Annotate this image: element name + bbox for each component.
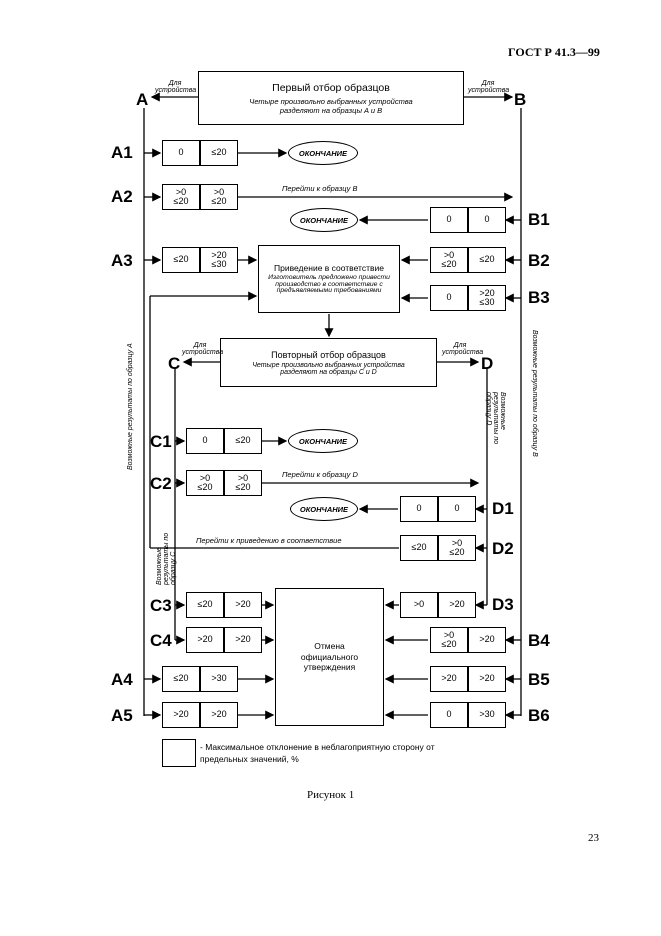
second-sampling-box: Повторный отбор образцов Четыре произвол…	[220, 338, 437, 387]
vertical-label-A: Возможные результаты по образцу А	[127, 343, 134, 470]
vertical-label-C: Возможные результаты по образцу С	[156, 532, 177, 585]
cell-A3-2: >20 ≤30	[200, 247, 238, 273]
cell-A2-1: >0 ≤20	[162, 184, 200, 210]
cell-C2-2: >0 ≤20	[224, 470, 262, 496]
bus-label-A: A	[136, 90, 149, 109]
cell-A1-2: ≤20	[200, 140, 238, 166]
row-label-A1: A1	[111, 143, 133, 162]
first-sampling-title: Первый отбор образцов	[272, 81, 390, 94]
row-label-C3: C3	[150, 596, 172, 615]
cell-B1-1: 0	[430, 207, 468, 233]
cell-A3-1: ≤20	[162, 247, 200, 273]
cell-D2-2: >0 ≤20	[438, 535, 476, 561]
row-label-C1: C1	[150, 432, 172, 451]
row-label-B5: B5	[528, 670, 550, 689]
cell-C4-1: >20	[186, 627, 224, 653]
row-label-B3: B3	[528, 288, 550, 307]
cell-B1-2: 0	[468, 207, 506, 233]
cell-D1-2: 0	[438, 496, 476, 522]
cell-A2-2: >0 ≤20	[200, 184, 238, 210]
withdrawal-text: Отмена официального утверждения	[300, 641, 359, 673]
withdrawal-box: Отмена официального утверждения	[275, 588, 384, 726]
cell-C2-1: >0 ≤20	[186, 470, 224, 496]
cell-A5-1: >20	[162, 702, 200, 728]
row-label-D2: D2	[492, 539, 514, 558]
cell-C3-1: ≤20	[186, 592, 224, 618]
row-label-C4: C4	[150, 631, 172, 650]
cell-C3-2: >20	[224, 592, 262, 618]
legend-text: - Максимальное отклонение в неблагоприят…	[200, 742, 435, 764]
first-right-arrow-label: Для устройства	[468, 80, 510, 94]
row-label-D1: D1	[492, 499, 514, 518]
row-label-A3: A3	[111, 251, 133, 270]
end-oval-B1: ОКОНЧАНИЕ	[290, 208, 358, 232]
cell-B4-1: >0 ≤20	[430, 627, 468, 653]
cell-C1-2: ≤20	[224, 428, 262, 454]
cell-B2-2: ≤20	[468, 247, 506, 273]
cell-D3-1: >0	[400, 592, 438, 618]
cell-B5-2: >20	[468, 666, 506, 692]
legend-swatch	[162, 739, 196, 767]
cell-D3-2: >20	[438, 592, 476, 618]
cell-D1-1: 0	[400, 496, 438, 522]
cell-B6-2: >30	[468, 702, 506, 728]
vertical-label-B: Возможные результаты по образцу В	[531, 330, 538, 457]
first-left-arrow-label: Для устройства	[155, 80, 197, 94]
row-label-B4: B4	[528, 631, 550, 650]
row-label-A5: A5	[111, 706, 133, 725]
cell-B6-1: 0	[430, 702, 468, 728]
cell-B5-1: >20	[430, 666, 468, 692]
conformity-box: Приведение в соответствие Изготовитель п…	[258, 245, 400, 313]
figure-caption: Рисунок 1	[307, 789, 355, 801]
cell-B3-1: 0	[430, 285, 468, 311]
first-sampling-subtitle: Четыре произвольно выбранных устройства …	[249, 96, 413, 115]
cell-C1-1: 0	[186, 428, 224, 454]
row-label-B6: B6	[528, 706, 550, 725]
row-label-B1: B1	[528, 210, 550, 229]
cell-C4-2: >20	[224, 627, 262, 653]
cell-B2-1: >0 ≤20	[430, 247, 468, 273]
transition-to-D: Перейти к образцу D	[282, 470, 358, 479]
cell-D2-1: ≤20	[400, 535, 438, 561]
second-sampling-title: Повторный отбор образцов	[271, 349, 386, 360]
transition-to-conformity: Перейти к приведению в соответствие	[196, 536, 342, 545]
cell-A5-2: >20	[200, 702, 238, 728]
first-sampling-box: Первый отбор образцов Четыре произвольно…	[198, 71, 464, 125]
conformity-title: Приведение в соответствие	[274, 262, 384, 273]
cell-A4-2: >30	[200, 666, 238, 692]
second-left-arrow-label: Для устройства	[182, 342, 224, 356]
cell-A1-1: 0	[162, 140, 200, 166]
standard-header: ГОСТ Р 41.3—99	[508, 45, 600, 59]
bus-label-C: C	[168, 354, 181, 373]
row-label-D3: D3	[492, 595, 514, 614]
second-right-arrow-label: Для устройства	[442, 342, 484, 356]
row-label-A2: A2	[111, 187, 133, 206]
bus-label-D: D	[481, 354, 494, 373]
end-oval-C1: ОКОНЧАНИЕ	[288, 429, 358, 453]
row-label-A4: A4	[111, 670, 133, 689]
cell-A4-1: ≤20	[162, 666, 200, 692]
cell-B3-2: >20 ≤30	[468, 285, 506, 311]
row-label-C2: C2	[150, 474, 172, 493]
cell-B4-2: >20	[468, 627, 506, 653]
row-label-B2: B2	[528, 251, 550, 270]
end-oval-A1: ОКОНЧАНИЕ	[288, 141, 358, 165]
bus-label-B: B	[514, 90, 527, 109]
end-oval-D1: ОКОНЧАНИЕ	[290, 497, 358, 521]
transition-to-B: Перейти к образцу B	[282, 184, 358, 193]
conformity-text: Изготовитель предложено привести произво…	[268, 273, 390, 295]
page-number: 23	[588, 832, 599, 844]
second-sampling-subtitle: Четыре произвольно выбранных устройства …	[252, 361, 405, 376]
vertical-label-D: Возможные результаты по образцу D	[485, 392, 506, 445]
